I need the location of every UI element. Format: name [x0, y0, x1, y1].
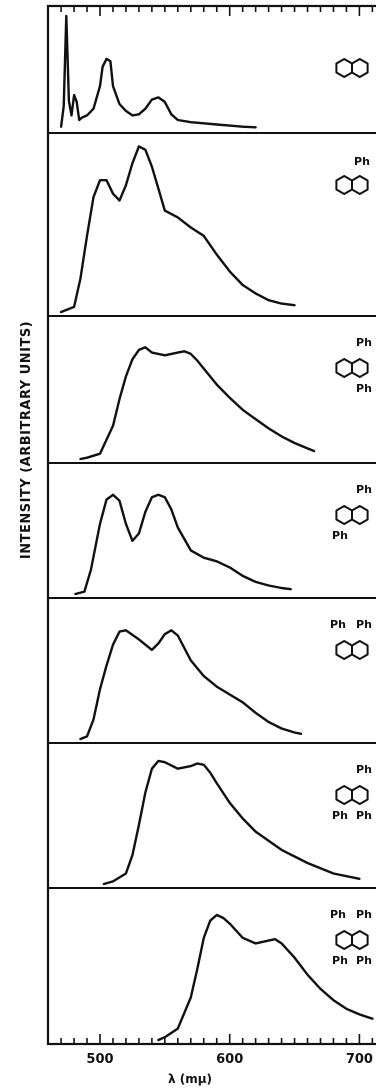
panel-separators — [48, 132, 376, 889]
x-tick-labels: 500 600 700 — [86, 1052, 373, 1067]
ring-left — [335, 640, 353, 660]
ph-label: Ph — [332, 954, 348, 967]
spectrum-curve-1 — [59, 14, 257, 129]
x-tick-label: 600 — [216, 1052, 243, 1067]
naphthalene-structure-5: Ph Ph — [330, 618, 372, 660]
spectrum-curve-4 — [74, 493, 292, 596]
ring-left — [335, 58, 353, 78]
ph-label: Ph — [356, 908, 372, 921]
ring-right — [351, 175, 369, 195]
x-axis-label: λ (mμ) — [168, 1072, 212, 1086]
spectrum-curve-2 — [59, 145, 296, 314]
ph-label: Ph — [330, 618, 346, 631]
y-axis-label: INTENSITY (ARBITRARY UNITS) — [19, 321, 34, 559]
ring-left — [335, 358, 353, 378]
naphthalene-structure-2: Ph — [335, 155, 370, 195]
ph-label: Ph — [356, 809, 372, 822]
spectrum-curve-7 — [157, 913, 374, 1042]
ring-left — [335, 930, 353, 950]
spectrum-curve-3 — [79, 346, 316, 461]
x-tick-label: 500 — [86, 1052, 113, 1067]
ring-left — [335, 785, 353, 805]
ring-right — [351, 358, 369, 378]
ph-label: Ph — [356, 954, 372, 967]
plot-frame — [46, 4, 376, 1046]
ph-label: Ph — [332, 809, 348, 822]
ring-right — [351, 930, 369, 950]
ring-right — [351, 505, 369, 525]
ring-right — [351, 785, 369, 805]
spectrum-curve-5 — [79, 629, 303, 741]
ring-right — [351, 640, 369, 660]
x-tick-label: 700 — [346, 1052, 373, 1067]
spectra-curves — [59, 14, 374, 1042]
ph-label: Ph — [356, 382, 372, 395]
ph-label: Ph — [356, 483, 372, 496]
ph-label: Ph — [356, 618, 372, 631]
naphthalene-structure-1 — [335, 58, 369, 78]
ring-right — [351, 58, 369, 78]
ph-label: Ph — [354, 155, 370, 168]
ring-left — [335, 175, 353, 195]
x-axis-ticks — [60, 6, 374, 1044]
ph-label: Ph — [332, 529, 348, 542]
ph-label: Ph — [356, 763, 372, 776]
ph-label: Ph — [356, 336, 372, 349]
ph-label: Ph — [330, 908, 346, 921]
spectrum-curve-6 — [102, 759, 361, 886]
ring-left — [335, 505, 353, 525]
